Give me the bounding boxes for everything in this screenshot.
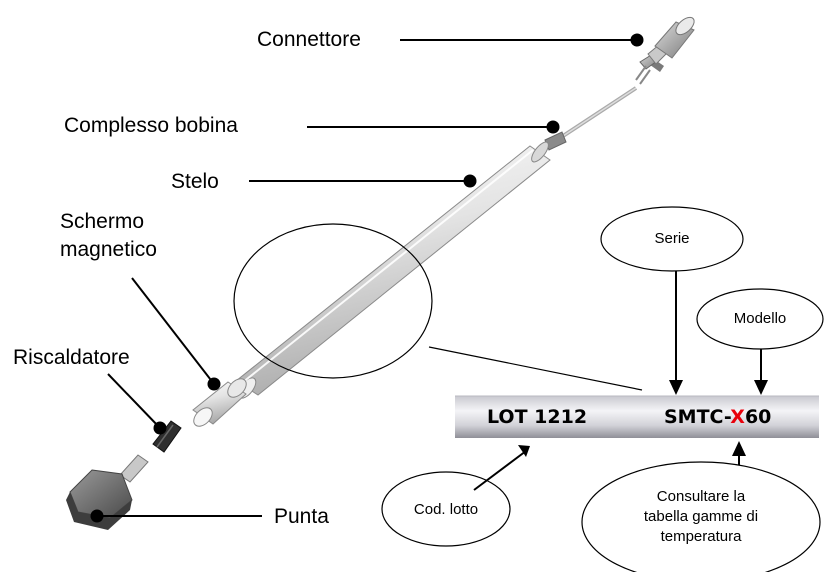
part-leaders xyxy=(90,33,644,523)
serial-label-bar xyxy=(455,395,819,438)
tip-part xyxy=(66,454,149,530)
model-prefix: SMTC- xyxy=(664,406,731,428)
lot-number: LOT 1212 xyxy=(487,406,588,428)
callout-modello: Modello xyxy=(733,310,787,327)
callout-consultare: Consultare la tabella gamme di temperatu… xyxy=(582,487,820,547)
label-schermo-line2: magnetico xyxy=(60,238,157,261)
magnetic-shield-part xyxy=(192,378,247,427)
callout-consultare-line1: Consultare la xyxy=(656,488,746,505)
model-code: SMTC-X60 xyxy=(664,406,771,428)
callout-shapes xyxy=(381,206,824,572)
coil-assembly-part xyxy=(544,86,638,151)
model-highlight: X xyxy=(730,406,745,428)
label-complesso-bobina: Complesso bobina xyxy=(64,114,238,137)
heater-part xyxy=(152,420,182,453)
callout-cod-lotto: Cod. lotto xyxy=(413,501,479,518)
model-suffix: 60 xyxy=(744,406,772,428)
connector-part xyxy=(635,16,695,85)
callout-serie: Serie xyxy=(654,230,690,247)
label-schermo-line1: Schermo xyxy=(60,210,145,233)
stem-part xyxy=(235,141,551,399)
callout-consultare-line3: temperatura xyxy=(660,528,742,545)
label-stelo: Stelo xyxy=(171,170,219,193)
label-punta: Punta xyxy=(274,505,329,528)
label-riscaldatore: Riscaldatore xyxy=(13,346,130,369)
label-connettore: Connettore xyxy=(257,28,361,51)
zoom-callout xyxy=(233,223,643,391)
callout-arrows xyxy=(473,271,768,491)
callout-consultare-line2: tabella gamme di xyxy=(643,508,759,525)
